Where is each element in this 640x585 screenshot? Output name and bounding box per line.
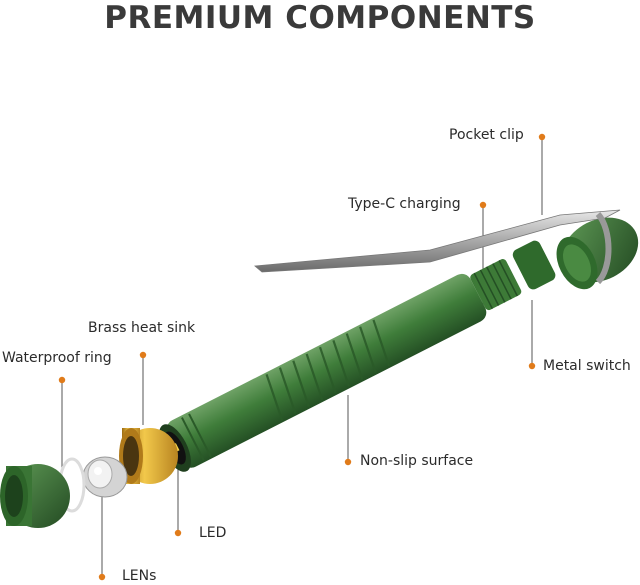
label-non-slip-surface: Non-slip surface [360,453,474,469]
page-title: PREMIUM COMPONENTS [104,0,536,36]
leader-lines [61,137,543,577]
label-waterproof-ring: Waterproof ring [2,350,112,366]
label-led: LED [199,525,227,541]
label-metal-switch: Metal switch [543,358,631,374]
label-lens: LENs [122,568,157,584]
tail-cap [556,217,639,290]
pocket-clip-shape [254,209,621,285]
flashlight-body [159,240,556,472]
label-type-c-charging: Type-C charging [348,196,461,212]
callout-dots [58,133,546,581]
head-cap [0,464,70,528]
brass-heat-sink [119,428,178,484]
label-brass-heat-sink: Brass heat sink [88,320,196,336]
label-pocket-clip: Pocket clip [449,127,524,143]
lens-part [82,456,128,498]
